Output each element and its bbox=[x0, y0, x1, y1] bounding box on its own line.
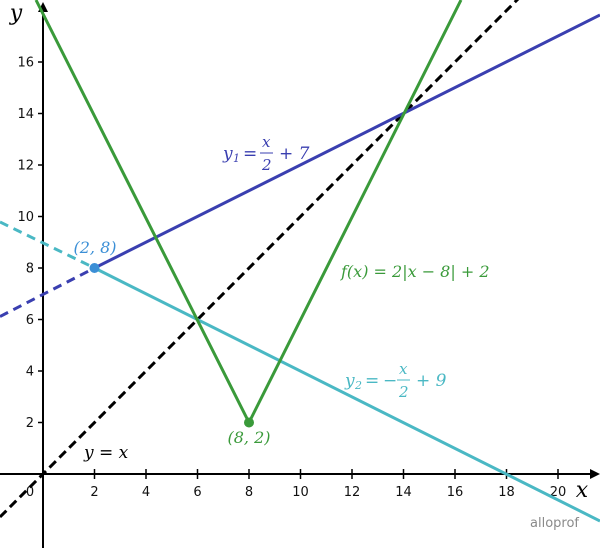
svg-text:x: x bbox=[399, 360, 408, 378]
x-tick-label: 8 bbox=[245, 485, 253, 500]
svg-text:y: y bbox=[222, 144, 233, 164]
svg-text:2: 2 bbox=[261, 156, 272, 174]
svg-text:2: 2 bbox=[398, 383, 409, 401]
label-y2: y 2 = − x 2 + 9 bbox=[344, 360, 447, 401]
svg-text:1: 1 bbox=[233, 152, 240, 165]
y-tick-label: 4 bbox=[26, 365, 34, 380]
svg-text:y: y bbox=[344, 371, 355, 391]
x-axis-arrow-icon bbox=[590, 469, 600, 479]
y-tick-label: 8 bbox=[26, 262, 34, 277]
origin-label: 0 bbox=[26, 485, 34, 500]
y-tick-label: 2 bbox=[26, 416, 34, 431]
point-8-2 bbox=[244, 417, 254, 428]
svg-text:+ 7: + 7 bbox=[279, 144, 310, 164]
line-f-absolute bbox=[34, 0, 463, 426]
svg-text:x: x bbox=[262, 133, 271, 151]
x-tick-label: 4 bbox=[142, 485, 150, 500]
svg-text:2: 2 bbox=[354, 379, 362, 392]
label-y1: y 1 = x 2 + 7 bbox=[222, 133, 310, 174]
y-axis-title: y bbox=[9, 1, 23, 26]
y-tick-label: 6 bbox=[26, 313, 34, 328]
point-label-8-2: (8, 2) bbox=[227, 428, 270, 447]
point-2-8 bbox=[89, 263, 100, 273]
line-y1 bbox=[93, 13, 600, 270]
line-y2 bbox=[93, 266, 600, 523]
alloprof-logo: alloprof bbox=[530, 516, 579, 531]
y-tick-label: 16 bbox=[17, 56, 34, 71]
x-tick-label: 18 bbox=[498, 485, 515, 500]
x-tick-label: 12 bbox=[344, 485, 361, 500]
x-ticks: 2 4 6 8 10 12 14 16 18 20 0 bbox=[26, 469, 566, 500]
label-y-equals-x: y = x bbox=[83, 443, 129, 463]
svg-text:=: = bbox=[243, 144, 257, 164]
svg-text:+ 9: + 9 bbox=[416, 371, 447, 391]
y-ticks: 2 4 6 8 10 12 14 16 bbox=[17, 56, 43, 431]
x-tick-label: 14 bbox=[395, 485, 412, 500]
point-label-2-8: (2, 8) bbox=[73, 238, 116, 257]
x-tick-label: 2 bbox=[90, 485, 98, 500]
y-tick-label: 14 bbox=[17, 107, 34, 122]
line-y-equals-x bbox=[0, 0, 520, 519]
svg-text:−: − bbox=[383, 371, 397, 391]
x-tick-label: 6 bbox=[193, 485, 201, 500]
x-tick-label: 16 bbox=[447, 485, 464, 500]
y-tick-label: 10 bbox=[17, 210, 34, 225]
x-tick-label: 10 bbox=[292, 485, 309, 500]
label-f: f(x) = 2|x − 8| + 2 bbox=[340, 262, 490, 281]
x-axis-title: x bbox=[576, 478, 589, 503]
line-y2-dashed bbox=[0, 220, 96, 270]
y-tick-label: 12 bbox=[17, 159, 34, 174]
svg-text:=: = bbox=[365, 371, 379, 391]
line-y1-dashed bbox=[0, 266, 96, 318]
